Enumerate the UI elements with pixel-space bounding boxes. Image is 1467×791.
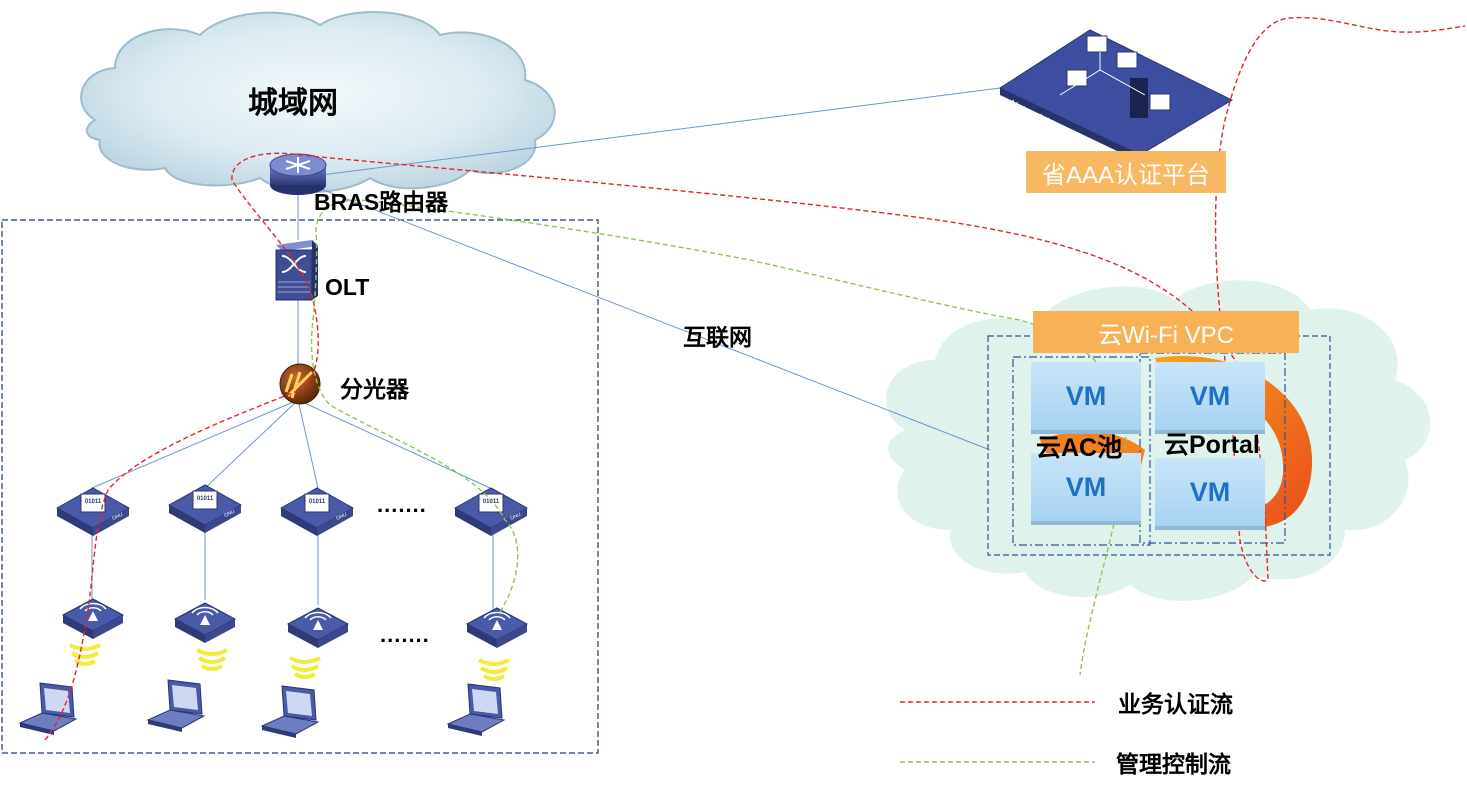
ap-row [61, 598, 529, 648]
wireless-ap-icon [61, 598, 125, 639]
onu-icon: 01011 ONU [55, 487, 131, 536]
svg-text:ONU: ONU [509, 512, 522, 522]
cloud-ac-pool-label: 云AC池 [1036, 434, 1123, 462]
cloud-portal-label: 云Portal [1164, 431, 1260, 459]
svg-text:ONU: ONU [111, 512, 124, 522]
wireless-ap-icon [173, 602, 237, 643]
bras-router-label: BRAS路由器 [314, 189, 449, 215]
svg-text:ONU: ONU [223, 509, 236, 519]
ap-ellipsis: ....... [380, 622, 430, 647]
vm-box: VM [1031, 453, 1141, 525]
onu-ellipsis: ....... [377, 492, 427, 517]
onu-row: 01011 ONU 01011 ONU 01011 ONU 01011 ONU [55, 484, 529, 536]
internet-label: 互联网 [683, 324, 752, 350]
wireless-ap-icon [465, 607, 529, 648]
vm-box: VM [1031, 362, 1141, 434]
physical-links [91, 87, 1001, 610]
wireless-ap-icon [286, 607, 350, 648]
service-auth-flow-lines [44, 16, 1466, 741]
onu-icon: 01011 ONU [279, 487, 355, 536]
olt-switch-icon [275, 240, 318, 301]
laptop-icon [18, 682, 78, 735]
laptop-icon [446, 683, 506, 736]
splitter-label: 分光器 [340, 376, 409, 402]
mgmt-control-flow-lines [310, 199, 1127, 763]
metro-cloud-title: 城域网 [248, 87, 338, 120]
cloud-wifi-cloud [885, 280, 1431, 602]
laptop-icon [146, 679, 206, 732]
router-icon [269, 153, 327, 195]
onu-icon: 01011 ONU [453, 487, 529, 536]
aaa-platform-label: 省AAA认证平台 [1026, 151, 1226, 193]
olt-label: OLT [325, 274, 370, 300]
vm-box: VM [1155, 362, 1265, 434]
network-management-icon [998, 29, 1234, 162]
onu-icon: 01011 ONU [167, 484, 243, 533]
svg-text:01011: 01011 [483, 499, 500, 505]
legend-mgmt-control-flow: 管理控制流 [1116, 751, 1231, 777]
wifi-signal-icons [69, 643, 510, 681]
svg-text:01011: 01011 [309, 499, 326, 505]
cloud-wifi-vpc-label: 云Wi-Fi VPC [1033, 311, 1299, 353]
svg-text:01011: 01011 [197, 496, 214, 502]
svg-text:01011: 01011 [85, 499, 102, 505]
legend-service-auth-flow: 业务认证流 [1118, 691, 1233, 717]
splitter-icon [279, 363, 321, 405]
vm-box: VM [1155, 458, 1265, 530]
metro-cloud [80, 11, 556, 193]
laptop-icon [260, 685, 320, 738]
access-network-frame [1, 219, 599, 754]
svg-text:ONU: ONU [335, 512, 348, 522]
laptop-row [18, 679, 506, 738]
